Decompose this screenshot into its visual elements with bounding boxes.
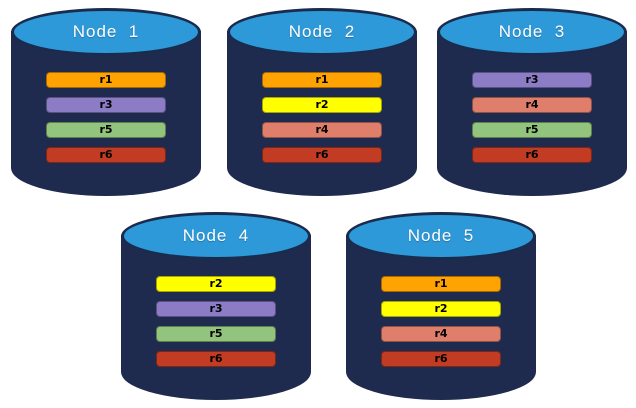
replica-bar-label: r3 xyxy=(99,98,113,111)
replica-bar-label: r6 xyxy=(209,352,223,365)
replica-bar-r2: r2 xyxy=(156,276,276,292)
node-title: Node 4 xyxy=(182,226,250,245)
replica-bar-r6: r6 xyxy=(156,351,276,367)
cylinder-top-ellipse: Node 4 xyxy=(121,212,311,260)
replica-bar-label: r4 xyxy=(434,327,448,340)
replica-bar-label: r5 xyxy=(525,123,539,136)
replica-bar-r5: r5 xyxy=(46,122,166,138)
replica-bar-label: r2 xyxy=(315,98,329,111)
database-node-2: Node 2 r1 r2 r4 r6 xyxy=(227,8,417,196)
replica-bar-label: r1 xyxy=(99,73,113,86)
replica-bar-r1: r1 xyxy=(262,72,382,88)
database-node-4: Node 4 r2 r3 r5 r6 xyxy=(121,212,311,400)
replica-bar-r2: r2 xyxy=(262,97,382,113)
replica-bar-r3: r3 xyxy=(46,97,166,113)
cylinder-top-ellipse: Node 3 xyxy=(437,8,627,56)
cylinder-body xyxy=(227,31,417,196)
replica-bar-list: r1 r2 r4 r6 xyxy=(346,276,536,367)
replica-bar-list: r1 r3 r5 r6 xyxy=(11,72,201,163)
cylinder-top-ellipse: Node 5 xyxy=(346,212,536,260)
replica-bar-r6: r6 xyxy=(46,147,166,163)
cylinder-body xyxy=(121,235,311,400)
cylinder-body xyxy=(11,31,201,196)
cylinder-body xyxy=(437,31,627,196)
replica-bar-r1: r1 xyxy=(46,72,166,88)
replica-bar-r1: r1 xyxy=(381,276,501,292)
node-title: Node 5 xyxy=(407,226,475,245)
cylinder-body xyxy=(346,235,536,400)
replica-bar-label: r6 xyxy=(315,148,329,161)
replica-bar-label: r5 xyxy=(209,327,223,340)
replica-bar-label: r1 xyxy=(315,73,329,86)
replica-bar-list: r3 r4 r5 r6 xyxy=(437,72,627,163)
replica-bar-list: r1 r2 r4 r6 xyxy=(227,72,417,163)
replica-bar-r2: r2 xyxy=(381,301,501,317)
replica-bar-r3: r3 xyxy=(472,72,592,88)
cylinder-top-ellipse: Node 1 xyxy=(11,8,201,56)
replica-bar-r4: r4 xyxy=(262,122,382,138)
replica-bar-r6: r6 xyxy=(262,147,382,163)
replica-bar-label: r1 xyxy=(434,277,448,290)
replica-bar-r5: r5 xyxy=(156,326,276,342)
replica-bar-r3: r3 xyxy=(156,301,276,317)
database-node-3: Node 3 r3 r4 r5 r6 xyxy=(437,8,627,196)
replica-bar-label: r6 xyxy=(434,352,448,365)
replica-bar-label: r4 xyxy=(315,123,329,136)
replica-bar-r6: r6 xyxy=(381,351,501,367)
node-title: Node 1 xyxy=(72,22,140,41)
replica-bar-list: r2 r3 r5 r6 xyxy=(121,276,311,367)
replica-bar-r4: r4 xyxy=(472,97,592,113)
database-node-5: Node 5 r1 r2 r4 r6 xyxy=(346,212,536,400)
database-node-1: Node 1 r1 r3 r5 r6 xyxy=(11,8,201,196)
replica-bar-label: r3 xyxy=(525,73,539,86)
replica-bar-label: r4 xyxy=(525,98,539,111)
replica-bar-r4: r4 xyxy=(381,326,501,342)
node-title: Node 2 xyxy=(288,22,356,41)
replica-bar-r5: r5 xyxy=(472,122,592,138)
replica-bar-label: r2 xyxy=(434,302,448,315)
replica-bar-r6: r6 xyxy=(472,147,592,163)
replica-bar-label: r6 xyxy=(525,148,539,161)
cylinder-top-ellipse: Node 2 xyxy=(227,8,417,56)
replica-bar-label: r6 xyxy=(99,148,113,161)
node-title: Node 3 xyxy=(498,22,566,41)
replica-bar-label: r5 xyxy=(99,123,113,136)
replica-bar-label: r3 xyxy=(209,302,223,315)
replica-bar-label: r2 xyxy=(209,277,223,290)
